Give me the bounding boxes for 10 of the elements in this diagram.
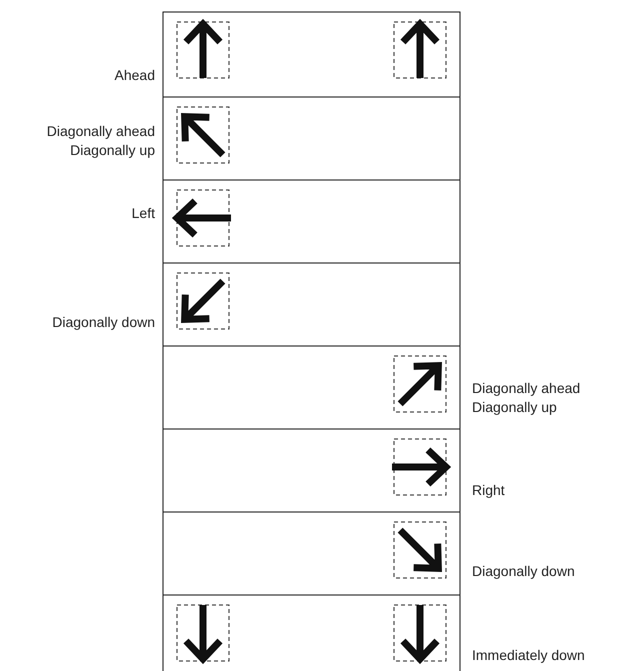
direction-label: Left	[132, 205, 155, 221]
direction-label: Diagonally down	[52, 314, 155, 330]
direction-label: Diagonally up	[472, 399, 557, 415]
direction-label: Diagonally ahead	[46, 123, 155, 139]
direction-label: Diagonally ahead	[472, 380, 580, 396]
direction-label: Diagonally down	[472, 563, 575, 579]
direction-label: Ahead	[114, 67, 155, 83]
direction-label: Right	[472, 482, 505, 498]
direction-label: Immediately down	[472, 647, 585, 663]
direction-label: Diagonally up	[70, 142, 155, 158]
